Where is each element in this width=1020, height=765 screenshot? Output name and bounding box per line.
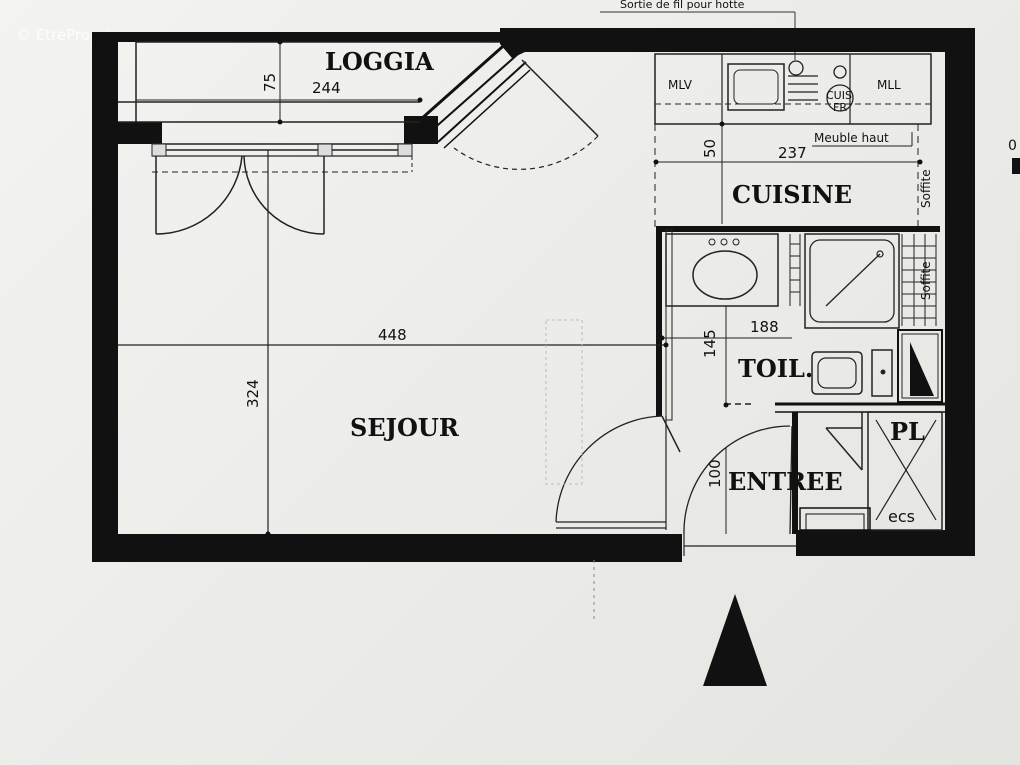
dim-dot xyxy=(723,402,729,408)
loggia-window xyxy=(419,38,531,149)
dim-living-depth: 324 xyxy=(244,379,262,408)
label-mlv: MLV xyxy=(668,78,693,92)
dim-dot xyxy=(917,159,923,165)
dim-living-width: 448 xyxy=(378,326,407,344)
loggia-door-swing xyxy=(453,59,599,170)
dim-dot xyxy=(417,97,423,103)
edge-mark xyxy=(1012,158,1020,174)
dim-kitchen-width: 237 xyxy=(778,144,807,162)
label-cuis: CUIS xyxy=(826,89,852,102)
label-soffite-2: Soffite xyxy=(919,261,933,300)
dim-dot xyxy=(663,342,669,348)
label-soffite-1: Soffite xyxy=(919,169,933,208)
room-label-placard: PL xyxy=(890,417,925,446)
label-mll: MLL xyxy=(877,78,901,92)
dim-dot xyxy=(659,335,665,341)
room-label-entree: ENTREE xyxy=(728,467,843,496)
room-label-loggia: LOGGIA xyxy=(325,47,434,76)
label-fr: FR xyxy=(833,101,847,114)
room-label-sejour: SEJOUR xyxy=(350,413,460,442)
dim-dot xyxy=(277,39,283,45)
room-label-cuisine: CUISINE xyxy=(732,180,852,209)
label-meuble-haut: Meuble haut xyxy=(814,131,889,145)
dim-dot xyxy=(653,159,659,165)
placard xyxy=(825,411,943,531)
entry-door-swing xyxy=(683,425,796,556)
dim-dot xyxy=(277,119,283,125)
north-arrow-icon xyxy=(703,594,767,686)
loggia-railing xyxy=(118,41,500,123)
dim-bath-depth: 145 xyxy=(701,329,719,358)
dim-bath-width: 188 xyxy=(750,318,779,336)
dim-entry-depth: 100 xyxy=(706,459,724,488)
kitchen-units xyxy=(654,53,932,232)
edge-char: 0 xyxy=(1008,138,1017,154)
dim-dot xyxy=(265,531,271,537)
dim-loggia-depth: 75 xyxy=(261,73,279,92)
room-label-toilettes: TOIL. xyxy=(738,354,813,383)
dim-dot xyxy=(719,121,725,127)
label-ecs: ecs xyxy=(888,507,915,526)
tech-shaft xyxy=(897,329,943,403)
faint-markings xyxy=(545,319,583,485)
french-window xyxy=(151,143,413,235)
entry-walls xyxy=(792,412,871,534)
header-note-text: Sortie de fil pour hotte xyxy=(620,0,745,11)
exterior-walls xyxy=(92,28,975,562)
dim-loggia-width: 244 xyxy=(312,79,341,97)
bathroom-fixtures xyxy=(665,233,937,405)
living-door xyxy=(555,415,681,530)
dim-kitchen-depth: 50 xyxy=(701,139,719,158)
